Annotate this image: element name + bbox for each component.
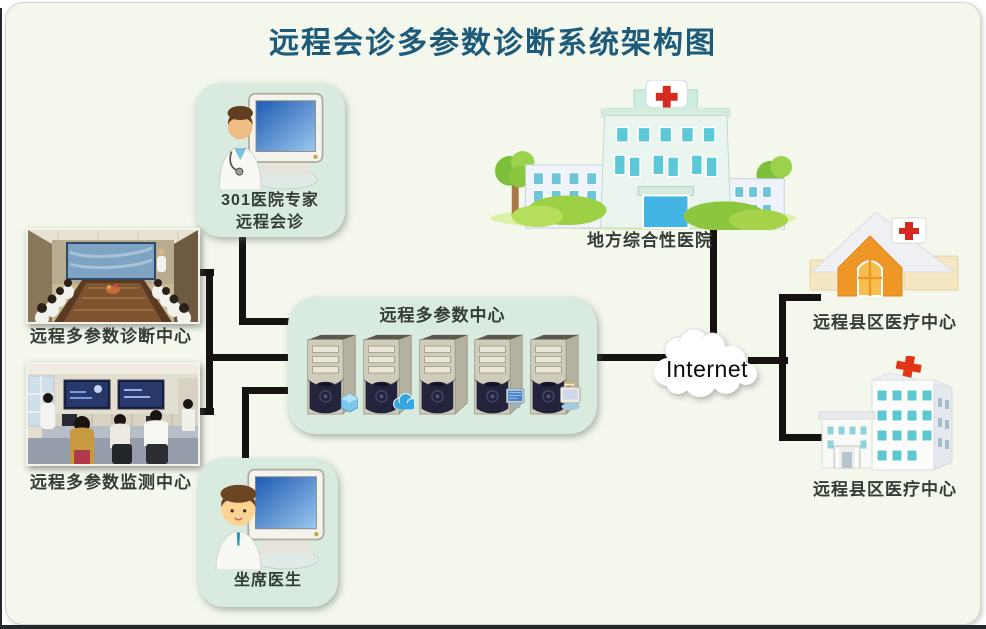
connector-photo2-bus [194,408,214,415]
left-edge-line [0,8,2,626]
connector-center-agent-h [242,387,294,394]
connector-expert-center [239,318,294,325]
server-tower-icon [307,334,358,415]
clinic-house-icon [808,210,960,298]
expert-label: 301医院专家 远程会诊 [221,190,319,234]
server-rack-row [288,327,597,418]
expert-label-line1: 301医院专家 [221,192,319,209]
server-tower-icon [418,334,468,415]
connector-center-internet [594,354,684,361]
monitoring-center-label: 远程多参数监测中心 [30,473,192,492]
expert-label-line2: 远程会诊 [235,214,304,231]
data-cloud-icon [392,393,414,410]
server-tower-icon [530,334,581,415]
connector-bus-countyhospital [779,434,827,441]
connector-right-bus [779,294,786,441]
connector-center-agent-v [242,387,249,462]
county-hospital-building-icon [814,355,962,474]
red-cross-icon [655,85,678,108]
node-param-center: 远程多参数中心 [288,297,597,434]
server-tower-icon [363,334,414,415]
internet-label: Internet [666,356,748,382]
bottom-bar [0,625,986,629]
internet-cloud: Internet [648,324,766,406]
connector-left-bus [206,269,213,415]
node-expert-consult: 301医院专家 远程会诊 [195,83,345,237]
node-agent-doctor: 坐席医生 [198,458,338,607]
red-cross-icon [895,355,922,379]
connector-photo1-bus [194,269,214,276]
connector-hospital-internet [710,210,717,350]
red-cross-icon [899,222,919,240]
param-center-label: 远程多参数中心 [379,306,506,325]
mini-monitor-icon [506,388,525,408]
agent-doctor-computer-icon [215,468,325,570]
doctor-computer-icon [218,92,324,190]
diagnosis-center-label: 远程多参数诊断中心 [30,327,192,346]
diagram-title: 远程会诊多参数诊断系统架构图 [269,27,717,60]
county-clinic-label: 远程县区医疗中心 [813,313,957,332]
agent-label: 坐席医生 [233,572,302,589]
connector-bus-center [206,354,294,361]
county-hospital-label: 远程县区医疗中心 [813,480,957,499]
hospital-label: 地方综合性医院 [587,231,713,250]
conference-room-photo [26,228,200,324]
hospital-illustration [488,79,803,231]
monitoring-room-photo [26,362,200,466]
server-tower-icon [474,334,525,415]
data-cube-icon [340,393,358,413]
connector-expert-down [239,237,246,325]
connector-internet-rightbus [748,357,788,364]
mini-computer-file-icon [560,382,581,411]
connector-bus-clinic [779,294,821,301]
